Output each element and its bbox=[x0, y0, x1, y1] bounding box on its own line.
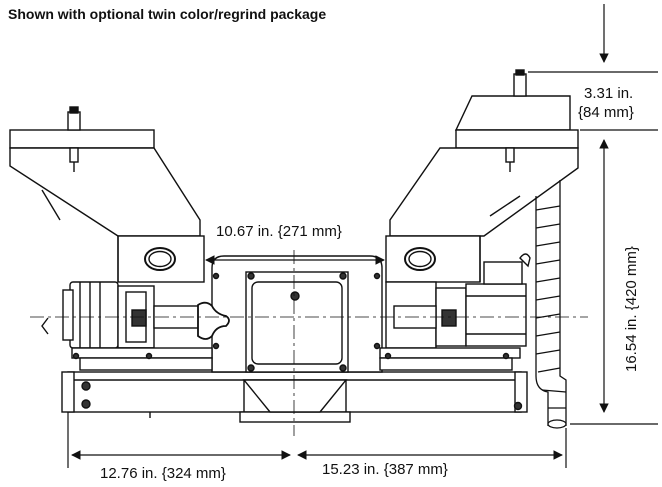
dimension-lines bbox=[67, 4, 658, 468]
dim-right-width: 15.23 in. {387 mm} bbox=[322, 461, 448, 478]
drawing-caption: Shown with optional twin color/regrind p… bbox=[8, 6, 327, 22]
dim-overall-height: 16.54 in. {420 mm} bbox=[623, 246, 640, 372]
left-hopper bbox=[9, 106, 205, 283]
dim-top-height-mm: {84 mm} bbox=[578, 104, 634, 121]
right-hopper bbox=[385, 69, 579, 283]
dim-left-width: 12.76 in. {324 mm} bbox=[100, 465, 226, 482]
dim-center-width: 10.67 in. {271 mm} bbox=[216, 223, 342, 240]
mixing-chamber bbox=[211, 255, 383, 413]
flex-hose bbox=[535, 180, 567, 429]
left-feeder bbox=[41, 281, 230, 371]
right-feeder bbox=[379, 253, 531, 371]
dim-top-height: 3.31 in. bbox=[584, 85, 633, 102]
